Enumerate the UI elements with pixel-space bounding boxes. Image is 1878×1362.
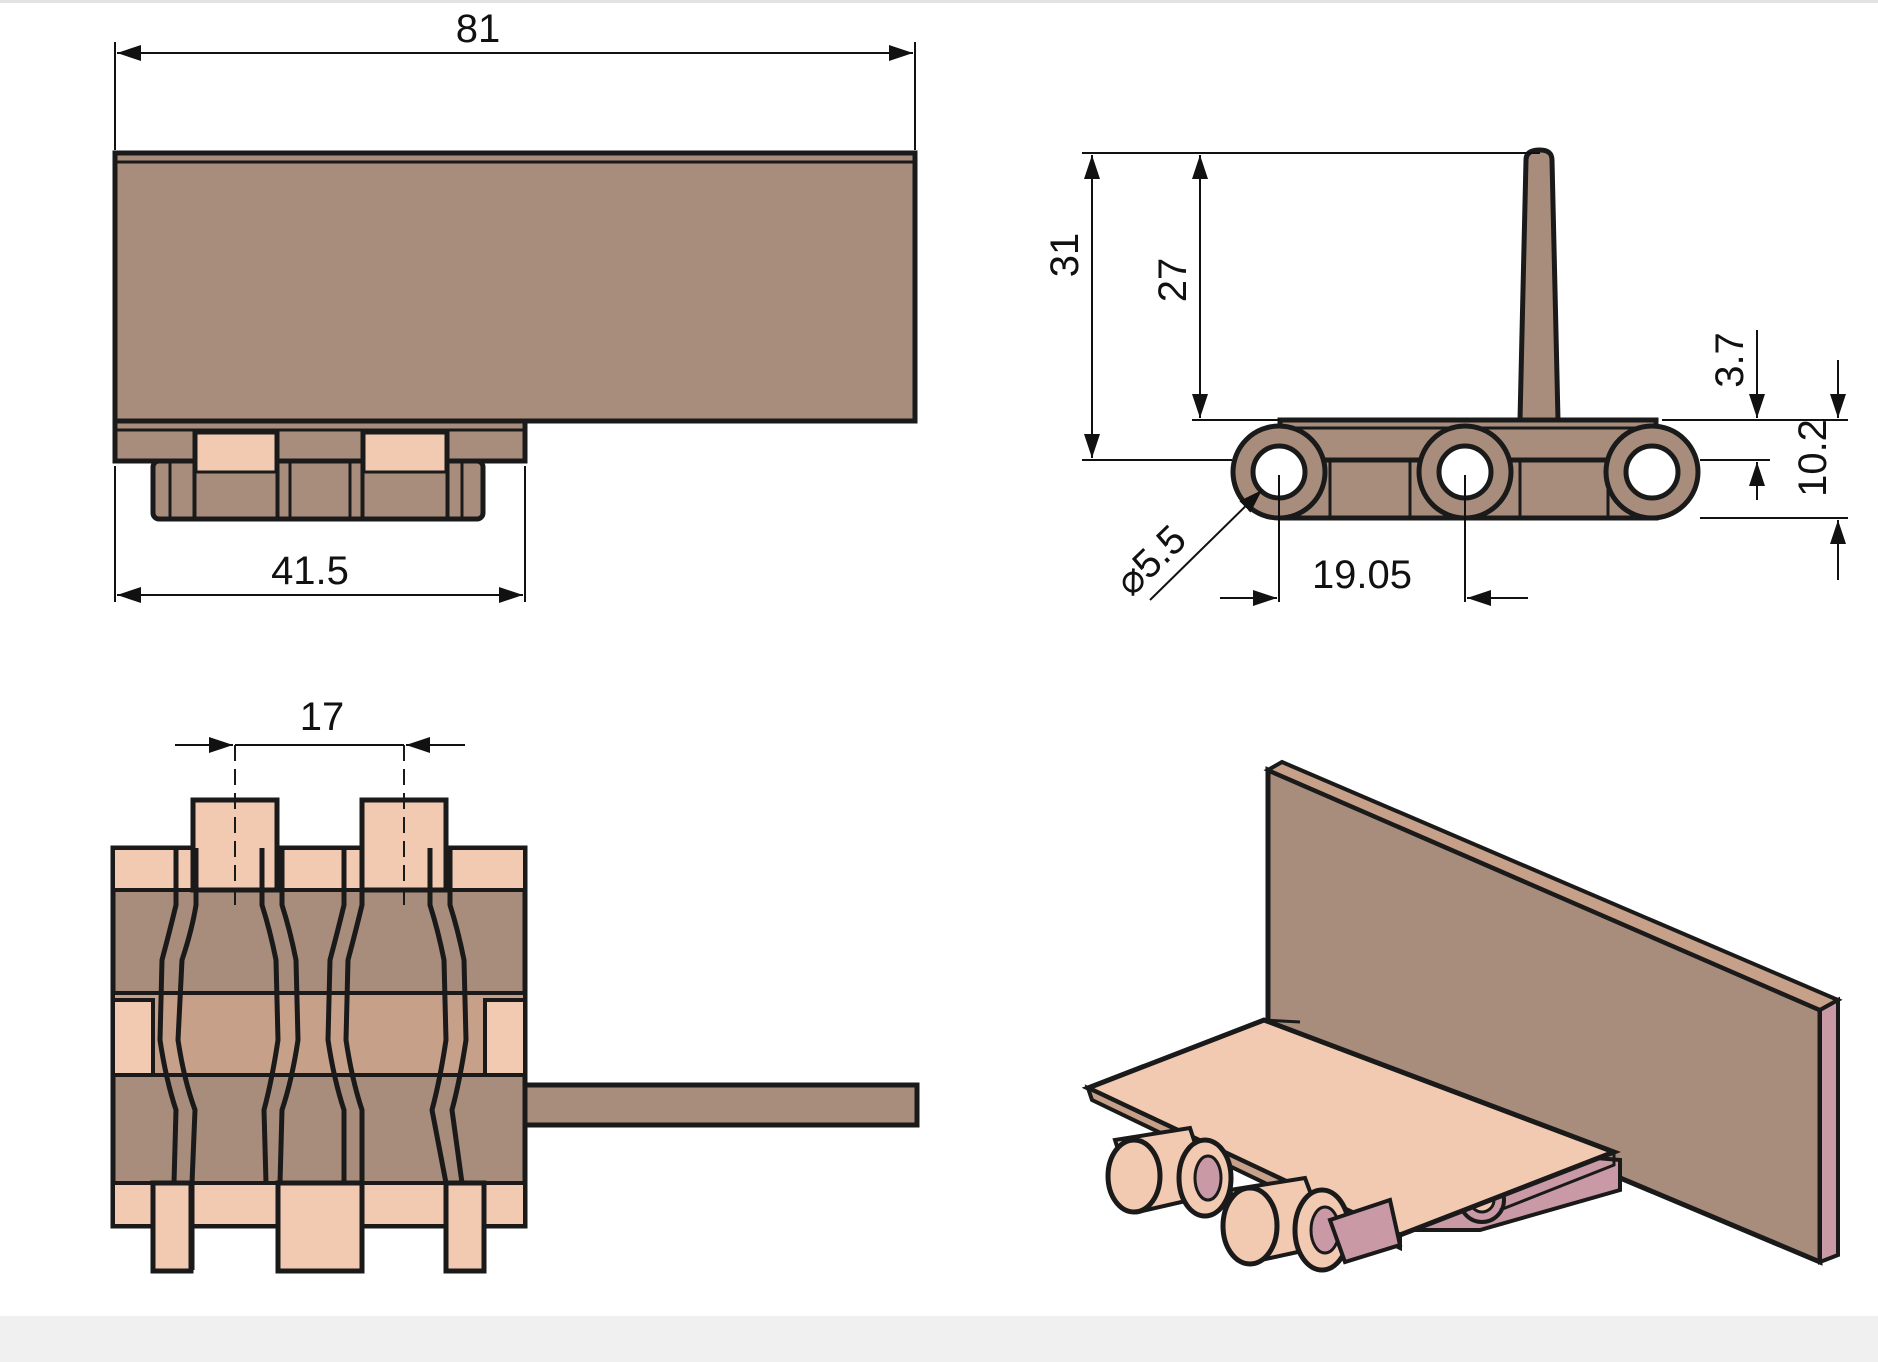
dim-label-27: 27: [1151, 258, 1195, 303]
bottom-tab: [443, 1180, 487, 1274]
front-view: 81 41.5: [112, 7, 918, 603]
dim-label-31: 31: [1043, 233, 1087, 278]
top-view: 17: [110, 695, 920, 1274]
isometric-view: [1081, 759, 1843, 1273]
dim-label-10-2: 10.2: [1791, 419, 1835, 497]
top-border: [0, 0, 1878, 3]
front-base-plate: [112, 418, 528, 464]
top-wavy-link: [343, 848, 365, 1183]
bottom-tab: [275, 1180, 365, 1274]
bottom-bar: [0, 1316, 1878, 1362]
front-flight-plate: [112, 150, 918, 424]
side-flight: [1517, 147, 1561, 423]
dim-label-19-05: 19.05: [1312, 553, 1412, 597]
dim-label-3-7: 3.7: [1708, 332, 1752, 388]
iso-flight-side-edge: [1818, 996, 1840, 1265]
top-wavy-link: [427, 848, 449, 1184]
dim-label-diameter: ⌀5.5: [1107, 517, 1195, 604]
top-wavy-link: [175, 848, 199, 1270]
top-wavy-link: [259, 848, 281, 1184]
dim-line-diameter: [1149, 489, 1263, 601]
side-view: 31 27 3.7 10.2 ⌀5.5 19.05: [1043, 147, 1848, 606]
bottom-tab: [150, 1180, 194, 1274]
top-flight-stub: [522, 1082, 920, 1128]
dim-label-41-5: 41.5: [271, 549, 349, 593]
dim-label-17: 17: [300, 695, 345, 739]
dim-label-81: 81: [456, 7, 501, 51]
